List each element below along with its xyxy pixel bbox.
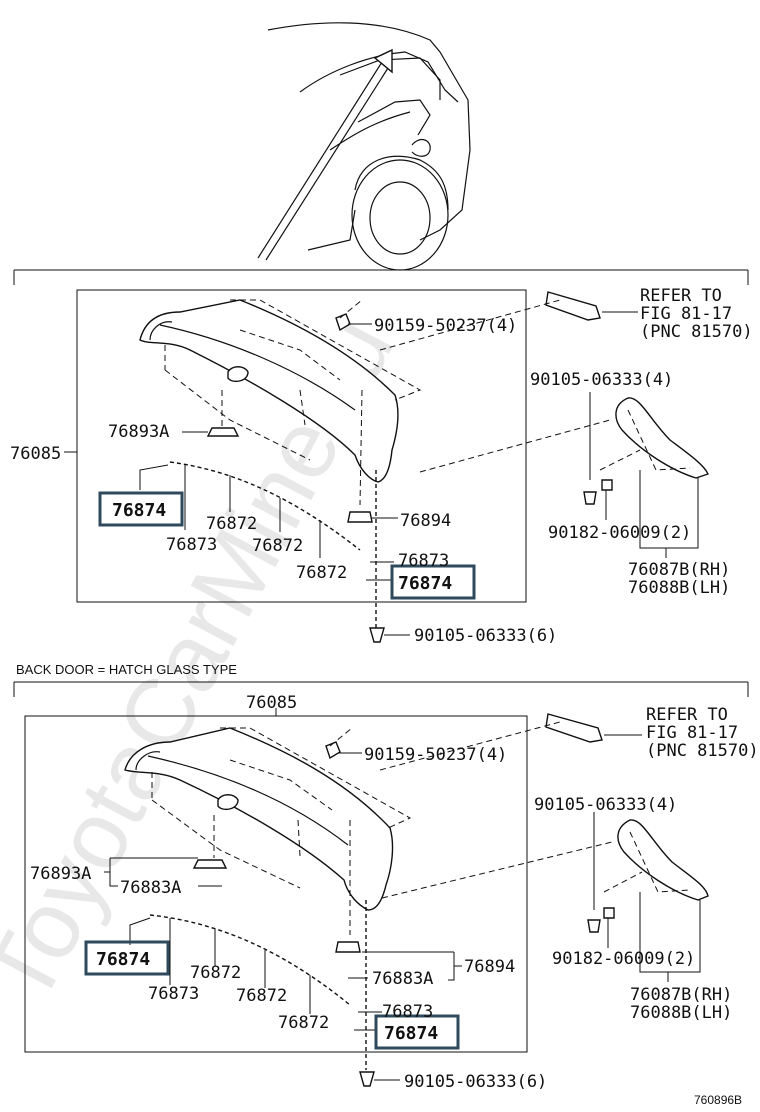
side-cover-icon bbox=[615, 397, 709, 479]
tape-strip bbox=[149, 914, 351, 1006]
tape-76872-label: 76872 bbox=[252, 536, 303, 556]
tape-highlight-box bbox=[390, 564, 476, 600]
lh-label: 76088B(LH) bbox=[630, 1003, 732, 1023]
tape-highlight-box bbox=[84, 940, 170, 976]
bolt-top-label: 90159-50237(4) bbox=[364, 745, 507, 765]
clip-76893a-icon bbox=[192, 859, 228, 869]
bolt-bottom-label: 90105-06333(6) bbox=[414, 626, 557, 646]
section-caption: BACK DOOR = HATCH GLASS TYPE bbox=[16, 662, 237, 677]
clip-label: 76893A bbox=[30, 864, 91, 884]
car-rear-sketch bbox=[257, 22, 471, 271]
refer-fig-label: FIG 81-17 bbox=[646, 723, 738, 743]
bolt-top-label: 90159-50237(4) bbox=[374, 316, 517, 336]
bolt-side-icon bbox=[583, 491, 597, 505]
bottom-spoiler bbox=[124, 727, 412, 1070]
stop-lamp-icon bbox=[545, 291, 601, 321]
tape-strip bbox=[169, 461, 361, 551]
stop-lamp-icon bbox=[545, 713, 603, 743]
bolt-bottom-icon bbox=[359, 1071, 375, 1087]
nut-label: 90182-06009(2) bbox=[552, 949, 695, 969]
tape-76873-label: 76873 bbox=[382, 1002, 433, 1022]
tape-76873-label: 76873 bbox=[148, 984, 199, 1004]
bolt-top-icon bbox=[325, 741, 341, 760]
side-cover-icon bbox=[617, 819, 709, 901]
clip-label: 76893A bbox=[108, 422, 169, 442]
clip-76894-icon bbox=[335, 941, 361, 953]
bolt-side-label: 90105-06333(4) bbox=[530, 370, 673, 390]
tape-highlight-box bbox=[374, 1014, 460, 1050]
tape-label: 76874 bbox=[384, 1023, 438, 1044]
clip-sub-label: 76883A bbox=[372, 969, 433, 989]
refer-label: REFER TO bbox=[646, 705, 728, 725]
assembly-label: 76085 bbox=[246, 693, 297, 713]
clip-sub-label: 76883A bbox=[120, 878, 181, 898]
nut-label: 90182-06009(2) bbox=[548, 523, 691, 543]
bolt-bottom-label: 90105-06333(6) bbox=[404, 1072, 547, 1092]
clip-76894-label: 76894 bbox=[464, 957, 515, 977]
rh-label: 76087B(RH) bbox=[628, 560, 730, 580]
diagram-code: 760896B bbox=[694, 1093, 742, 1107]
clip-76894-label: 76894 bbox=[400, 511, 451, 531]
top-spoiler bbox=[139, 299, 422, 630]
tape-76872-label: 76872 bbox=[236, 986, 287, 1006]
nut-icon bbox=[603, 907, 615, 919]
refer-fig-label: FIG 81-17 bbox=[640, 304, 732, 324]
refer-pnc-label: (PNC 81570) bbox=[640, 322, 753, 342]
rh-label: 76087B(RH) bbox=[630, 985, 732, 1005]
tape-highlight-box bbox=[98, 491, 184, 527]
tape-76872-label: 76872 bbox=[278, 1013, 329, 1033]
bolt-side-label: 90105-06333(4) bbox=[534, 795, 677, 815]
refer-pnc-label: (PNC 81570) bbox=[646, 741, 759, 761]
bolt-side-icon bbox=[587, 919, 601, 933]
top-assembly-box bbox=[76, 289, 527, 603]
tape-76872-label: 76872 bbox=[190, 963, 241, 983]
tape-76873-label: 76873 bbox=[166, 535, 217, 555]
tape-label: 76874 bbox=[96, 949, 150, 970]
assembly-label: 76085 bbox=[10, 444, 61, 464]
tape-76873-label: 76873 bbox=[398, 551, 449, 571]
tape-76872-label: 76872 bbox=[206, 514, 257, 534]
nut-icon bbox=[601, 479, 613, 491]
refer-label: REFER TO bbox=[640, 286, 722, 306]
bolt-bottom-icon bbox=[369, 627, 385, 643]
tape-label: 76874 bbox=[398, 573, 452, 594]
tape-label: 76874 bbox=[112, 500, 166, 521]
clip-76893a-icon bbox=[206, 427, 240, 437]
clip-76894-icon bbox=[347, 511, 373, 523]
lh-label: 76088B(LH) bbox=[628, 578, 730, 598]
tape-76872-label: 76872 bbox=[296, 563, 347, 583]
